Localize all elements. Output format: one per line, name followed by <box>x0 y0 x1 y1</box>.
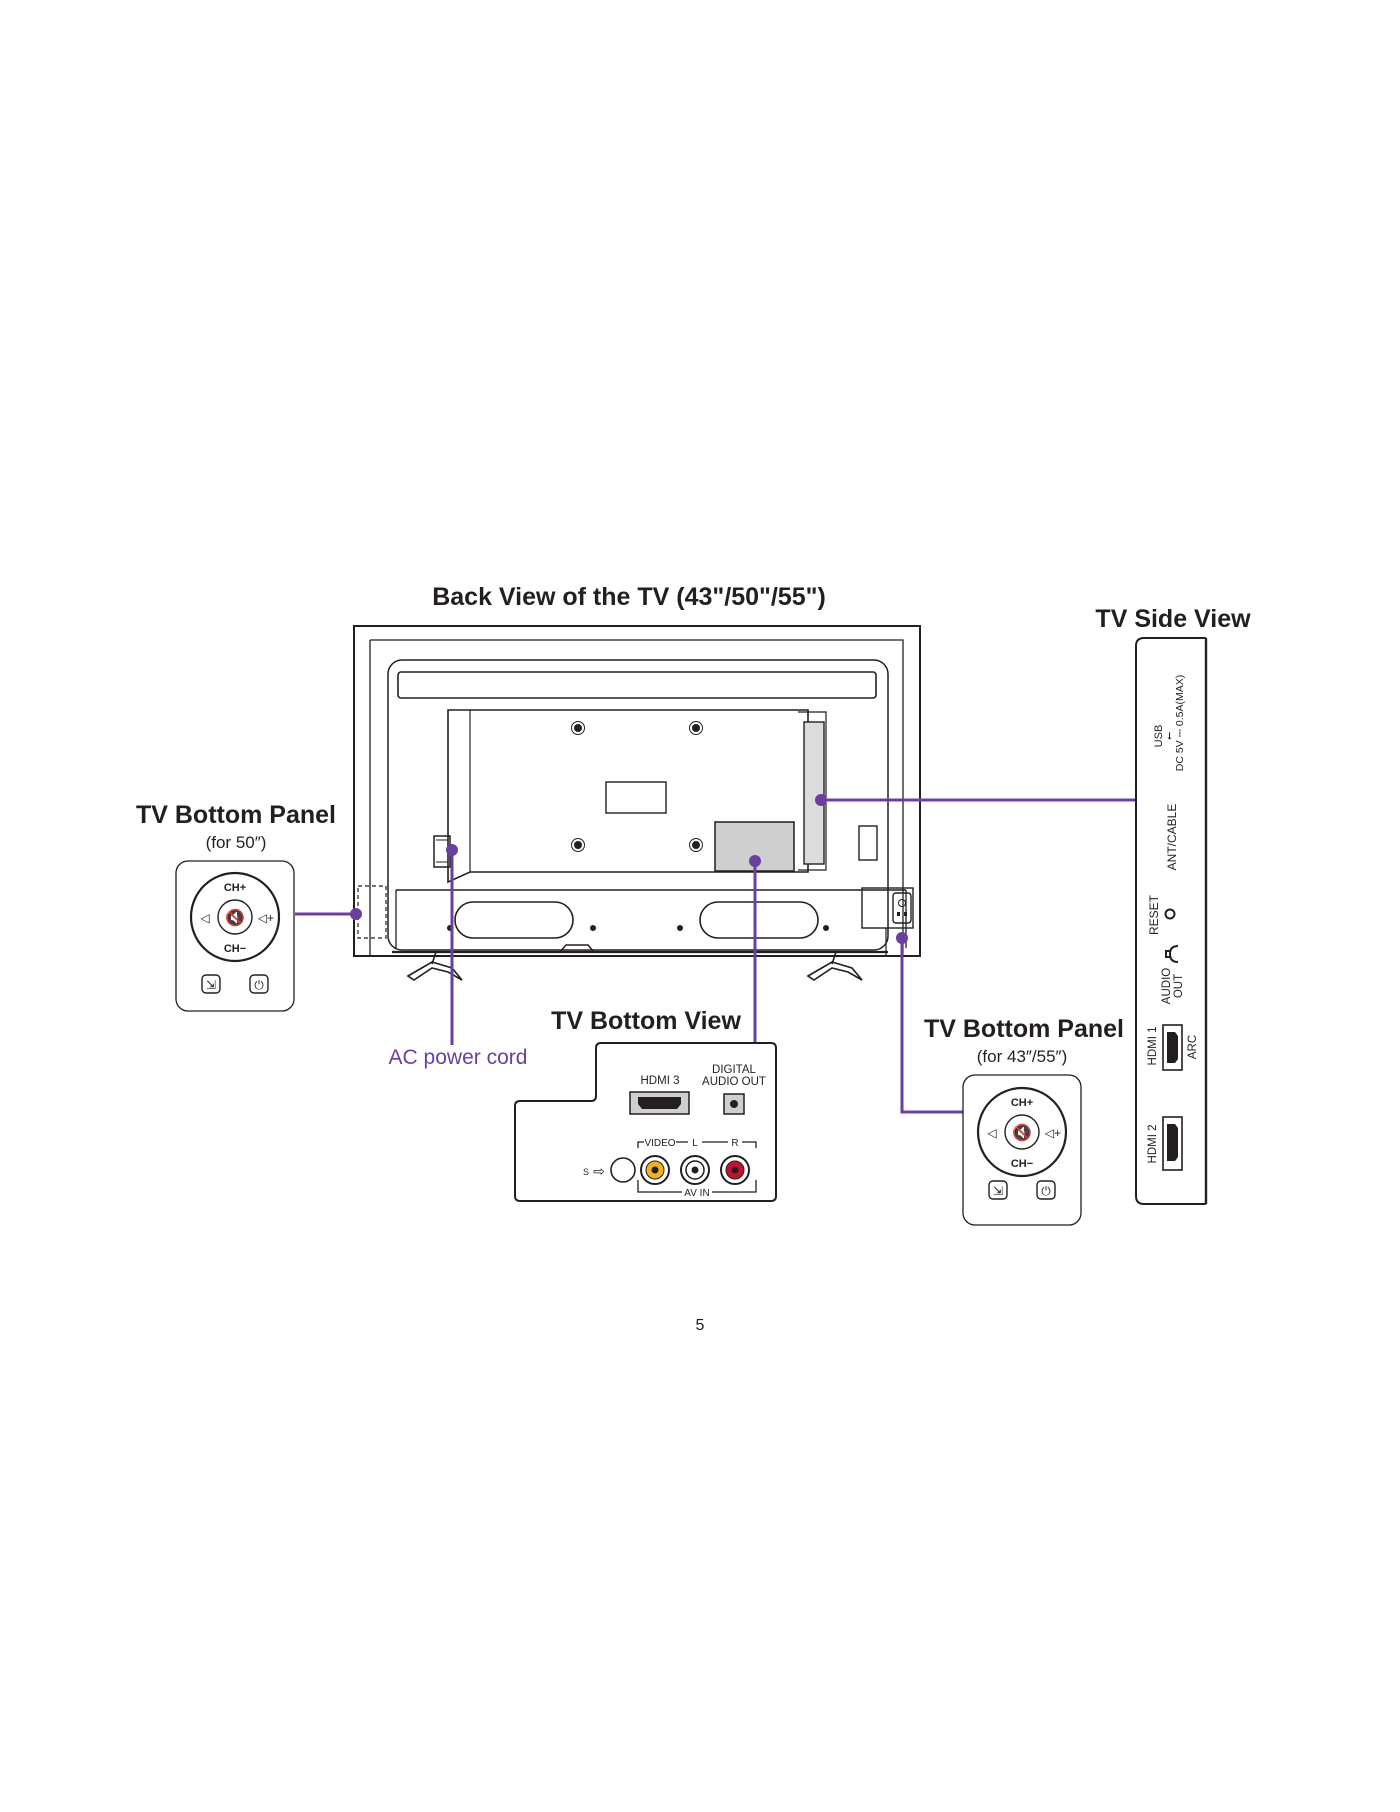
bottom-view-title: TV Bottom View <box>551 1007 741 1035</box>
back-view-title: Back View of the TV (43"/50"/55") <box>432 583 826 611</box>
digital-audio-out-port[interactable] <box>723 1093 745 1115</box>
hdmi1-port[interactable] <box>1162 1024 1183 1071</box>
av-in-label: AV IN <box>684 1188 709 1199</box>
usb-symbol-icon: ⭠ <box>1164 732 1175 740</box>
bottom-panel-left: CH+ CH− 🔇 ◁ ◁+ ⇲ ⏻ <box>175 860 295 1012</box>
right-audio-label: R <box>731 1138 738 1149</box>
volume-up-icon[interactable]: ◁+ <box>1045 1126 1061 1140</box>
usb-label: USB <box>1153 725 1165 748</box>
ch-plus-label[interactable]: CH+ <box>1011 1097 1033 1109</box>
hdmi3-port[interactable] <box>629 1091 690 1115</box>
mute-icon[interactable]: 🔇 <box>225 908 245 927</box>
reset-button[interactable] <box>1164 908 1176 920</box>
page-number: 5 <box>696 1317 705 1334</box>
hdmi2-port-group: HDMI 2 <box>1147 1116 1183 1171</box>
input-source-icon[interactable]: ⇲ <box>993 1184 1003 1198</box>
audio-out-label-line2: OUT <box>1173 974 1185 998</box>
power-icon[interactable]: ⏻ <box>1041 1184 1051 1198</box>
bottom-panel-right-title: TV Bottom Panel <box>924 1015 1124 1043</box>
hdmi1-port-group: HDMI 1 ARC <box>1147 1024 1199 1071</box>
hdmi3-label: HDMI 3 <box>641 1075 680 1087</box>
digital-audio-label-line1: DIGITAL <box>712 1064 756 1076</box>
side-view-title: TV Side View <box>1095 605 1251 633</box>
bottom-panel-right: CH+ CH− 🔇 ◁ ◁+ ⇲ ⏻ <box>962 1074 1082 1226</box>
tv-back-illustration <box>353 625 921 981</box>
mute-icon[interactable]: 🔇 <box>1012 1123 1032 1142</box>
reset-label: RESET <box>1147 894 1161 935</box>
hdmi2-port[interactable] <box>1162 1116 1183 1171</box>
power-icon[interactable]: ⏻ <box>254 978 264 992</box>
headphone-icon <box>1165 945 1179 963</box>
volume-down-icon[interactable]: ◁ <box>200 911 210 925</box>
bottom-panel-left-subtitle: (for 50″) <box>206 833 267 852</box>
left-audio-rca-jack[interactable] <box>680 1155 710 1185</box>
ac-power-cord-label: AC power cord <box>389 1046 528 1069</box>
hdmi1-label: HDMI 1 <box>1147 1027 1159 1066</box>
callout-lines <box>295 798 1135 1114</box>
left-audio-label: L <box>692 1138 698 1149</box>
right-audio-rca-jack[interactable] <box>720 1155 750 1185</box>
video-rca-jack[interactable] <box>640 1155 670 1185</box>
ch-minus-label[interactable]: CH− <box>224 943 246 955</box>
bottom-view-panel: HDMI 3 DIGITAL AUDIO OUT VIDEO L R AV IN… <box>514 1042 777 1202</box>
input-source-icon[interactable]: ⇲ <box>206 978 216 992</box>
ant-cable-label: ANT/CABLE <box>1165 804 1179 871</box>
audio-out-group: AUDIO OUT <box>1161 945 1185 1004</box>
side-view-panel <box>1135 637 1208 1205</box>
bottom-panel-right-subtitle: (for 43″/55″) <box>977 1047 1067 1066</box>
ch-minus-label[interactable]: CH− <box>1011 1158 1033 1170</box>
volume-up-icon[interactable]: ◁+ <box>258 911 274 925</box>
arrow-right-icon: ⇨ <box>593 1163 605 1179</box>
hdmi2-label: HDMI 2 <box>1147 1125 1159 1164</box>
callout-dots <box>350 794 908 944</box>
arc-label: ARC <box>1187 1035 1199 1059</box>
s-label: S <box>583 1167 589 1177</box>
usb-spec-label: DC 5V ⎓ 0.5A(MAX) <box>1174 675 1186 772</box>
bottom-panel-left-title: TV Bottom Panel <box>136 801 336 829</box>
digital-audio-label-line2: AUDIO OUT <box>702 1076 766 1088</box>
ch-plus-label[interactable]: CH+ <box>224 882 246 894</box>
usb-port-group: USB ⭠ DC 5V ⎓ 0.5A(MAX) <box>1153 675 1186 772</box>
volume-down-icon[interactable]: ◁ <box>987 1126 997 1140</box>
video-label: VIDEO <box>644 1138 675 1149</box>
audio-out-label-line1: AUDIO <box>1161 968 1173 1004</box>
